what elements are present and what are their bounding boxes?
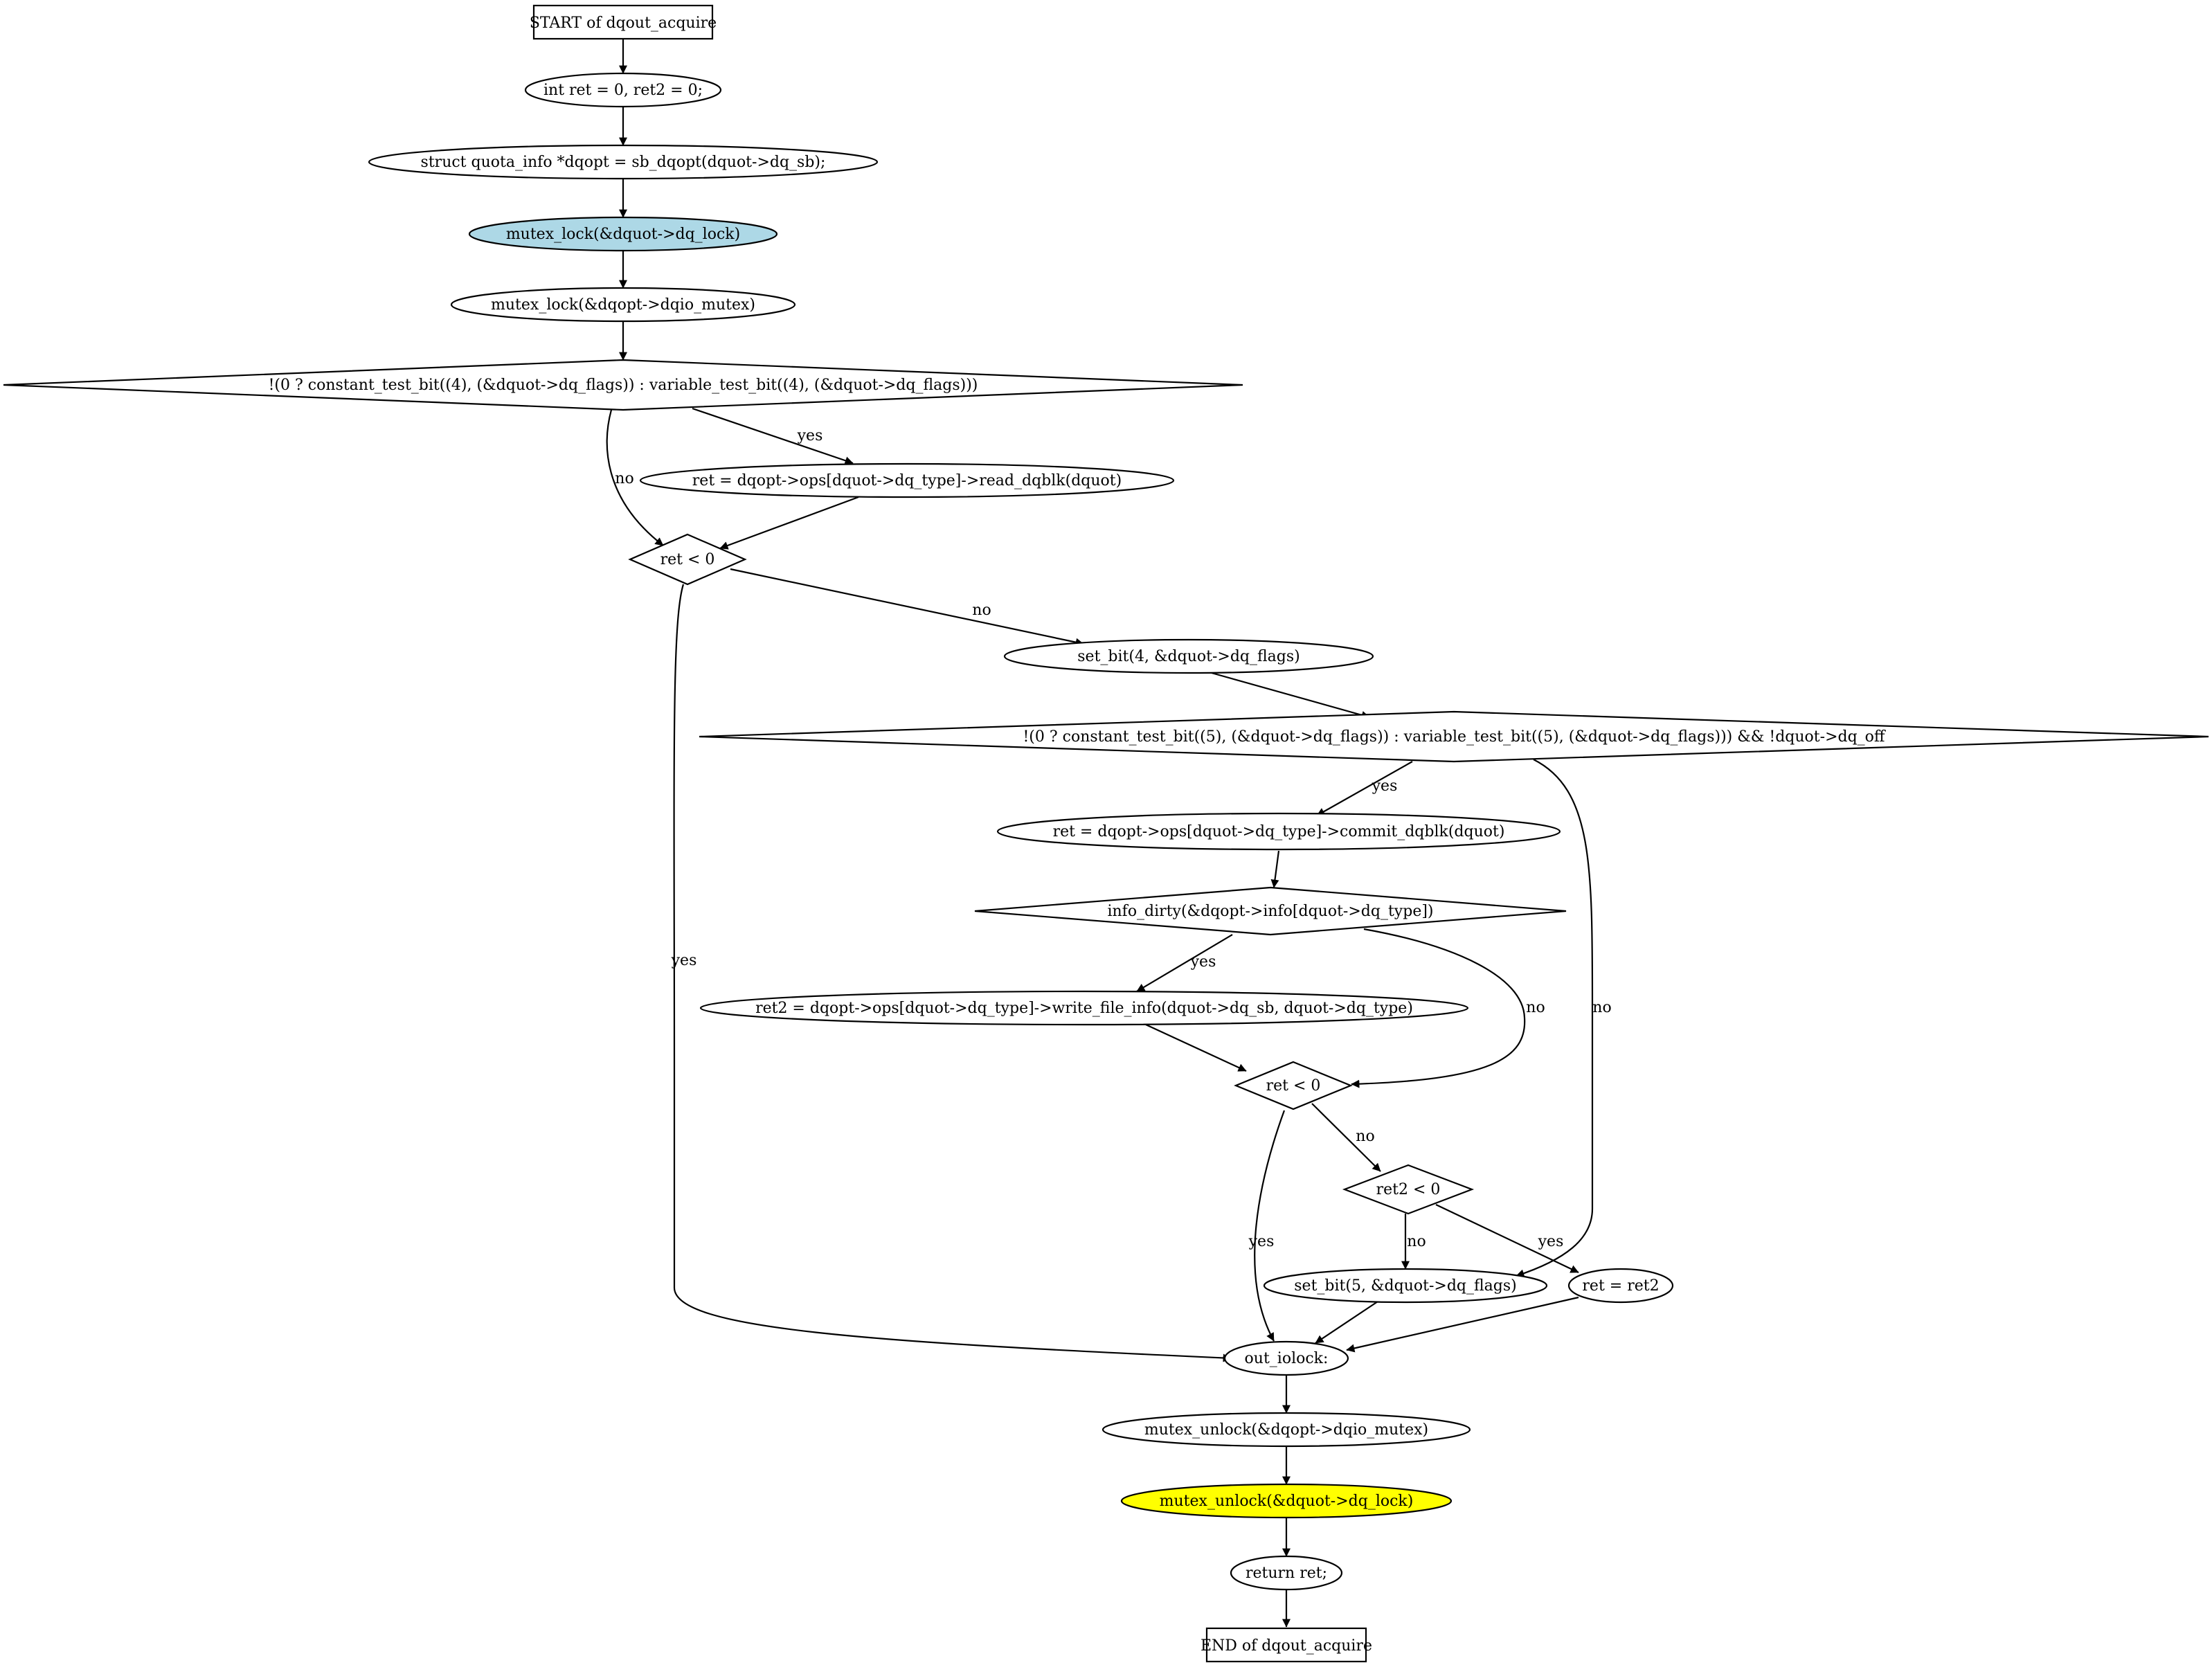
node-read-dqblk-label: ret = dqopt->ops[dquot->dq_type]->read_d… [692, 472, 1122, 489]
node-dqopt: struct quota_info *dqopt = sb_dqopt(dquo… [368, 144, 879, 180]
edge-retb-yes [1254, 1110, 1286, 1342]
node-commit-dqblk-label: ret = dqopt->ops[dquot->dq_type]->commit… [1053, 823, 1505, 840]
node-cond-bit5-label: !(0 ? constant_test_bit((5), (&dquot->dq… [1023, 728, 1885, 746]
edge-label-bit4-yes: yes [797, 427, 823, 444]
node-read-dqblk: ret = dqopt->ops[dquot->dq_type]->read_d… [639, 462, 1175, 498]
edge-bit5-no [1516, 759, 1594, 1278]
node-write-info-label: ret2 = dqopt->ops[dquot->dq_type]->write… [755, 1000, 1413, 1017]
node-unlock-dq-label: mutex_unlock(&dquot->dq_lock) [1160, 1493, 1414, 1510]
node-init: int ret = 0, ret2 = 0; [524, 72, 722, 108]
edge-label-reta-no: no [972, 602, 991, 619]
edge-label-retb-no: no [1356, 1128, 1374, 1145]
edge-labels: yes no no yes yes no yes no no yes no ye… [615, 427, 1611, 1250]
node-return-label: return ret; [1246, 1565, 1327, 1582]
node-return: return ret; [1230, 1555, 1343, 1591]
nodes: START of dqout_acquire int ret = 0, ret2… [3, 4, 2209, 1663]
node-set-bit4-label: set_bit(4, &dquot->dq_flags) [1077, 648, 1300, 665]
edge-retb-no [1311, 1103, 1381, 1172]
node-info-dirty-label: info_dirty(&dqopt->info[dquot->dq_type]) [1107, 903, 1433, 920]
edge-setbit5-outiolock [1315, 1301, 1378, 1344]
node-info-dirty: info_dirty(&dqopt->info[dquot->dq_type]) [974, 886, 1567, 936]
edge-label-reta-yes: yes [671, 952, 697, 969]
node-ret-lt0-a: ret < 0 [628, 533, 747, 586]
node-write-info: ret2 = dqopt->ops[dquot->dq_type]->write… [699, 990, 1469, 1026]
node-set-bit5: set_bit(5, &dquot->dq_flags) [1263, 1268, 1548, 1304]
edge-reta-yes [673, 584, 1232, 1362]
edge-label-bit4-no: no [615, 470, 633, 487]
edges [606, 39, 1594, 1628]
node-ret-lt0-b: ret < 0 [1234, 1061, 1353, 1110]
edge-label-dirty-no: no [1526, 999, 1545, 1016]
edge-readdqblk-reta [719, 496, 859, 550]
edge-commit-dirty [1270, 850, 1280, 888]
edge-label-bit5-yes: yes [1372, 777, 1398, 795]
node-out-iolock-label: out_iolock: [1245, 1350, 1329, 1367]
edge-dirty-yes [1136, 934, 1233, 992]
edge-label-bit5-no: no [1592, 999, 1611, 1016]
edge-label-dirty-yes: yes [1190, 953, 1216, 971]
edge-setbit4-bit5 [1211, 672, 1370, 719]
node-cond-bit4-label: !(0 ? constant_test_bit((4), (&dquot->dq… [269, 377, 978, 394]
edge-label-ret2-no: no [1407, 1233, 1426, 1250]
edge-bit5-yes [1316, 761, 1413, 816]
node-lock-dq-label: mutex_lock(&dquot->dq_lock) [506, 226, 740, 243]
node-ret-lt0-b-label: ret < 0 [1266, 1077, 1321, 1095]
node-unlock-dq: mutex_unlock(&dquot->dq_lock) [1120, 1483, 1453, 1519]
node-ret-eq-ret2-label: ret = ret2 [1582, 1277, 1659, 1295]
node-unlock-dqio-label: mutex_unlock(&dqopt->dqio_mutex) [1144, 1421, 1428, 1439]
node-init-label: int ret = 0, ret2 = 0; [543, 82, 703, 99]
edge-label-ret2-yes: yes [1538, 1233, 1564, 1250]
node-ret-eq-ret2: ret = ret2 [1567, 1268, 1674, 1304]
node-set-bit4: set_bit(4, &dquot->dq_flags) [1003, 638, 1374, 674]
edge-ret2-yes [1435, 1204, 1579, 1273]
edge-dirty-no [1351, 928, 1526, 1088]
node-out-iolock: out_iolock: [1223, 1340, 1349, 1376]
node-lock-dqio: mutex_lock(&dqopt->dqio_mutex) [450, 287, 796, 323]
node-commit-dqblk: ret = dqopt->ops[dquot->dq_type]->commit… [996, 812, 1561, 851]
node-end: END of dqout_acquire [1201, 1627, 1372, 1663]
node-end-label: END of dqout_acquire [1201, 1637, 1372, 1655]
node-ret-lt0-a-label: ret < 0 [660, 551, 715, 568]
edge-writeinfo-retb [1145, 1024, 1247, 1072]
node-set-bit5-label: set_bit(5, &dquot->dq_flags) [1294, 1277, 1516, 1295]
node-start: START of dqout_acquire [530, 4, 717, 40]
node-cond-bit5: !(0 ? constant_test_bit((5), (&dquot->dq… [699, 710, 2209, 763]
edge-bit4-yes [692, 407, 854, 465]
node-dqopt-label: struct quota_info *dqopt = sb_dqopt(dquo… [421, 154, 826, 171]
node-ret2-lt0: ret2 < 0 [1342, 1164, 1475, 1215]
node-lock-dq: mutex_lock(&dquot->dq_lock) [468, 216, 778, 252]
edge-bit4-no [606, 409, 664, 546]
node-unlock-dqio: mutex_unlock(&dqopt->dqio_mutex) [1101, 1412, 1471, 1448]
node-lock-dqio-label: mutex_lock(&dqopt->dqio_mutex) [491, 296, 755, 314]
edge-label-retb-yes: yes [1248, 1233, 1275, 1250]
node-start-label: START of dqout_acquire [530, 15, 717, 32]
edge-reteqret2-outiolock [1346, 1296, 1579, 1353]
edge-reta-no [730, 568, 1084, 647]
node-ret2-lt0-label: ret2 < 0 [1376, 1181, 1441, 1198]
node-cond-bit4: !(0 ? constant_test_bit((4), (&dquot->dq… [3, 359, 1243, 411]
